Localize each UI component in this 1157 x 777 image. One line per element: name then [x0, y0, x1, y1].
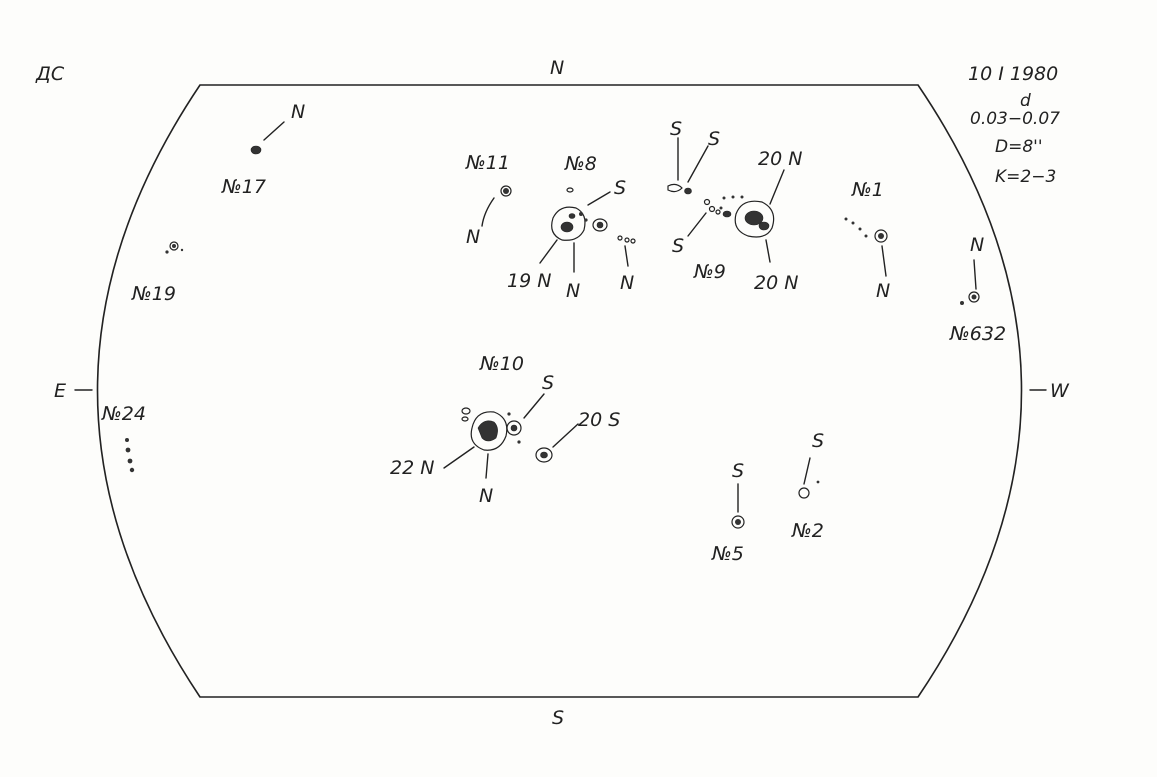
group-632: N №632 — [949, 234, 1006, 345]
east-label: E — [54, 380, 66, 402]
group-10-polarity-22n: 22 N — [390, 457, 434, 479]
group-2-label: №2 — [791, 520, 824, 542]
group-5: S №5 — [711, 460, 745, 565]
observer-code: ДС — [35, 63, 65, 85]
group-1-polarity: N — [876, 280, 890, 302]
group-8: №8 S 19 N N N — [507, 153, 636, 302]
group-9-polarity-s3: S — [672, 235, 684, 257]
seeing-quality: K=2−3 — [995, 167, 1056, 187]
observation-time: 0.03−0.07 — [970, 109, 1060, 129]
group-9-label: №9 — [693, 261, 726, 283]
group-11-label: №11 — [465, 152, 510, 174]
group-9-polarity-20n-top: 20 N — [758, 148, 802, 170]
group-1-label: №1 — [851, 179, 884, 201]
group-10: №10 S 20 S 22 N N — [390, 353, 620, 507]
group-8-polarity-n: N — [566, 280, 580, 302]
group-8-label: №8 — [564, 153, 597, 175]
group-9-polarity-s2: S — [708, 128, 720, 150]
group-1: №1 N — [844, 179, 890, 302]
group-10-polarity-n: N — [479, 485, 493, 507]
group-19: №19 — [131, 241, 184, 305]
group-9: S S S 20 N 20 N №9 — [667, 118, 802, 294]
group-10-polarity-20s: 20 S — [578, 409, 620, 431]
group-11-polarity: N — [466, 226, 480, 248]
observation-date: 10 I 1980 — [968, 63, 1058, 85]
group-19-label: №19 — [131, 283, 176, 305]
group-8-polarity-s: S — [614, 177, 626, 199]
south-label: S — [552, 707, 564, 729]
group-2-polarity: S — [812, 430, 824, 452]
group-2: S №2 — [791, 430, 824, 542]
group-5-label: №5 — [711, 543, 744, 565]
group-8-polarity-n2: N — [620, 272, 634, 294]
group-11: №11 N — [465, 152, 512, 248]
west-label: W — [1050, 380, 1070, 402]
group-24: №24 — [101, 403, 146, 473]
group-17-polarity: N — [291, 101, 305, 123]
group-5-polarity: S — [732, 460, 744, 482]
group-9-polarity-20n-bottom: 20 N — [754, 272, 798, 294]
group-8-polarity-19n: 19 N — [507, 270, 551, 292]
group-632-label: №632 — [949, 323, 1006, 345]
time-unit: d — [1020, 91, 1031, 111]
group-632-polarity: N — [970, 234, 984, 256]
group-24-label: №24 — [101, 403, 146, 425]
group-9-polarity-s1: S — [670, 118, 682, 140]
north-label: N — [550, 57, 564, 79]
image-diameter: D=8'' — [995, 137, 1043, 157]
disk-outline — [96, 84, 1023, 698]
group-17: N №17 — [221, 101, 305, 198]
group-17-label: №17 — [221, 176, 266, 198]
group-10-polarity-s: S — [542, 372, 554, 394]
group-10-label: №10 — [479, 353, 524, 375]
